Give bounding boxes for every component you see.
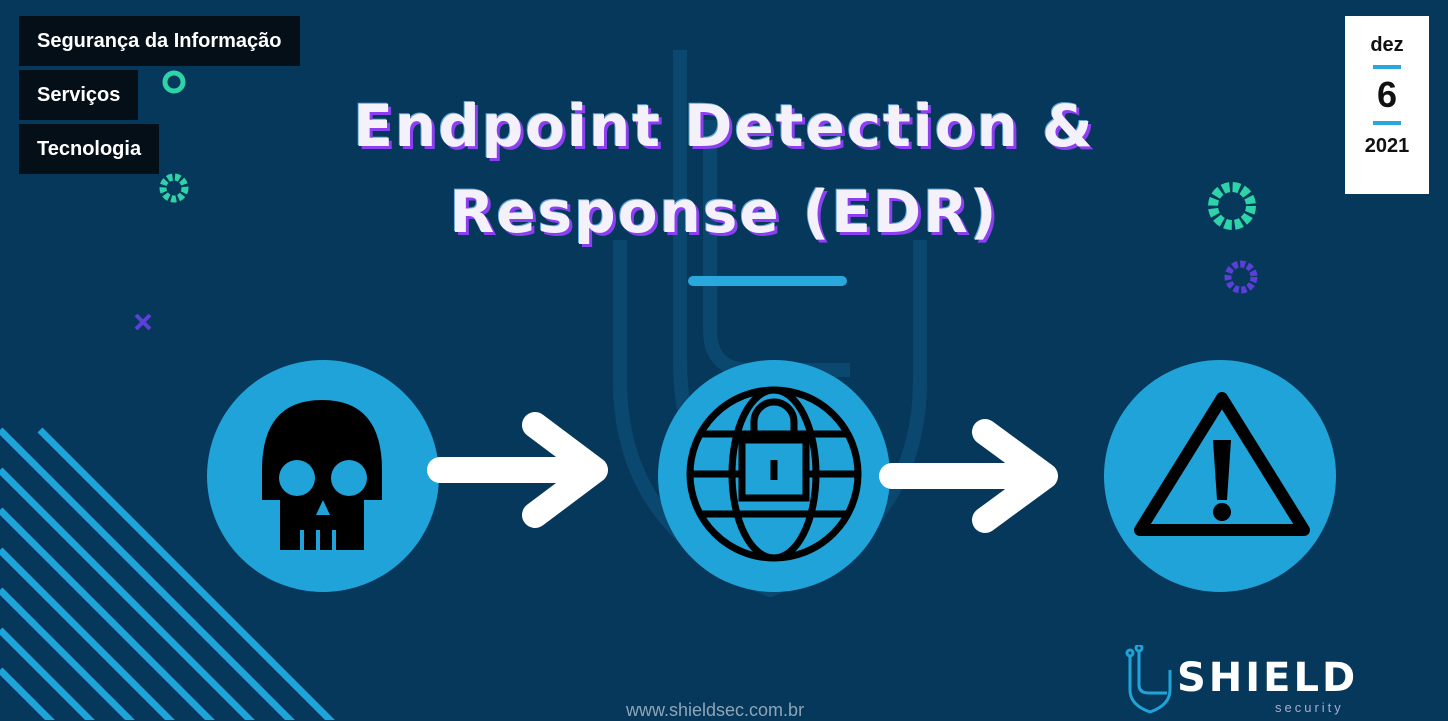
logo-subtitle: security <box>1275 700 1344 715</box>
shield-security-logo: SHIELD security <box>1125 643 1355 720</box>
date-divider <box>1373 65 1401 69</box>
ring-icon <box>162 70 186 94</box>
date-month: dez <box>1370 34 1404 56</box>
diagonal-stripes <box>0 427 335 720</box>
shield-logo-icon <box>1125 643 1172 714</box>
category-tag-tecnologia[interactable]: Tecnologia <box>19 124 160 174</box>
skull-icon <box>262 400 382 552</box>
title-underline <box>688 276 847 286</box>
hero-title-line2: Response (EDR) <box>449 178 999 246</box>
gear-icon <box>159 173 189 203</box>
logo-name: SHIELD <box>1177 655 1359 701</box>
date-year: 2021 <box>1364 135 1410 157</box>
gear-icon <box>1224 260 1258 294</box>
website-url: www.shieldsec.com.br <box>626 700 805 720</box>
date-divider <box>1373 121 1401 125</box>
hero-title-line1: Endpoint Detection & <box>353 92 1095 160</box>
date-badge: dez 6 2021 <box>1345 16 1429 194</box>
category-tag-seguranca[interactable]: Segurança da Informação <box>19 16 300 66</box>
category-tag-servicos[interactable]: Serviços <box>19 70 139 120</box>
warning-icon <box>1134 392 1310 536</box>
arrow-right-icon <box>427 412 1058 533</box>
date-day: 6 <box>1376 74 1398 115</box>
globe-lock-icon <box>686 386 862 562</box>
x-icon <box>134 313 152 331</box>
gear-icon <box>1208 182 1256 230</box>
